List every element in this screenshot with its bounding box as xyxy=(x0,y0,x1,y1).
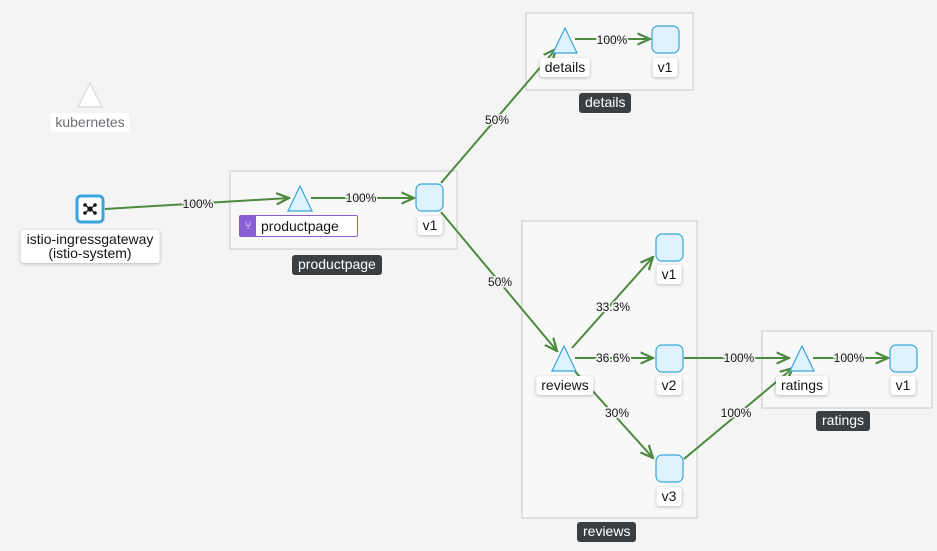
details-service-node[interactable] xyxy=(552,26,578,54)
reviews-box-label: reviews xyxy=(577,522,637,542)
edge-label-gateway-productpage: 100% xyxy=(183,197,214,211)
kubernetes-label: kubernetes xyxy=(50,113,130,132)
edge-label-v3-ratings: 100% xyxy=(721,406,752,420)
reviews-v3-label: v3 xyxy=(656,487,682,506)
edge-label-v2-ratings: 100% xyxy=(724,351,755,365)
ingress-gateway-label: istio-ingressgateway (istio-system) xyxy=(20,230,160,263)
reviews-v2-label: v2 xyxy=(656,376,682,395)
details-v1-label: v1 xyxy=(652,58,678,77)
reviews-v2-node[interactable] xyxy=(655,344,684,373)
productpage-app-label: productpage xyxy=(261,218,339,234)
edge-label-productpage-details: 50% xyxy=(485,113,509,127)
edge-label-ratings-v1: 100% xyxy=(834,351,865,365)
reviews-v1-node[interactable] xyxy=(655,233,684,262)
ratings-service-node[interactable] xyxy=(789,344,815,372)
productpage-v1-label: v1 xyxy=(417,216,443,235)
ratings-v1-node[interactable] xyxy=(889,344,918,373)
ingress-gateway-icon xyxy=(83,203,97,215)
ingress-gateway-label-line2: (istio-system) xyxy=(48,245,132,261)
reviews-service-node[interactable] xyxy=(551,344,577,372)
productpage-service-node[interactable] xyxy=(287,184,313,212)
kubernetes-service-icon[interactable] xyxy=(76,81,104,108)
productpage-box-label: productpage xyxy=(292,255,382,275)
edge-productpage-reviews[interactable] xyxy=(440,211,557,351)
productpage-v1-node[interactable] xyxy=(415,183,444,212)
edge-productpage-details[interactable] xyxy=(440,49,556,184)
ratings-box-label: ratings xyxy=(816,411,871,431)
details-box-label: details xyxy=(579,93,632,113)
ingress-gateway-label-line1: istio-ingressgateway xyxy=(26,231,154,247)
edge-label-reviews-v1: 33.3% xyxy=(596,300,630,314)
ratings-service-label: ratings xyxy=(775,376,829,395)
edge-gateway-productpage[interactable] xyxy=(104,198,289,210)
edge-label-reviews-v3: 30% xyxy=(605,406,629,420)
reviews-service-label: reviews xyxy=(536,376,594,395)
edge-v3-ratings[interactable] xyxy=(683,368,793,460)
details-v1-node[interactable] xyxy=(651,25,680,54)
edge-label-reviews-v2: 36.6% xyxy=(596,351,630,365)
edge-reviews-v1[interactable] xyxy=(571,257,653,349)
app-branch-icon: ⑂ xyxy=(240,216,256,236)
productpage-app-badge[interactable]: ⑂ productpage xyxy=(239,215,358,237)
reviews-v3-node[interactable] xyxy=(655,454,684,483)
edge-label-details-v1: 100% xyxy=(597,33,628,47)
reviews-v1-label: v1 xyxy=(656,265,682,284)
edge-label-productpage-reviews: 50% xyxy=(488,275,512,289)
edge-label-productpage-v1: 100% xyxy=(346,191,377,205)
ratings-v1-label: v1 xyxy=(890,376,916,395)
details-service-label: details xyxy=(539,58,591,77)
